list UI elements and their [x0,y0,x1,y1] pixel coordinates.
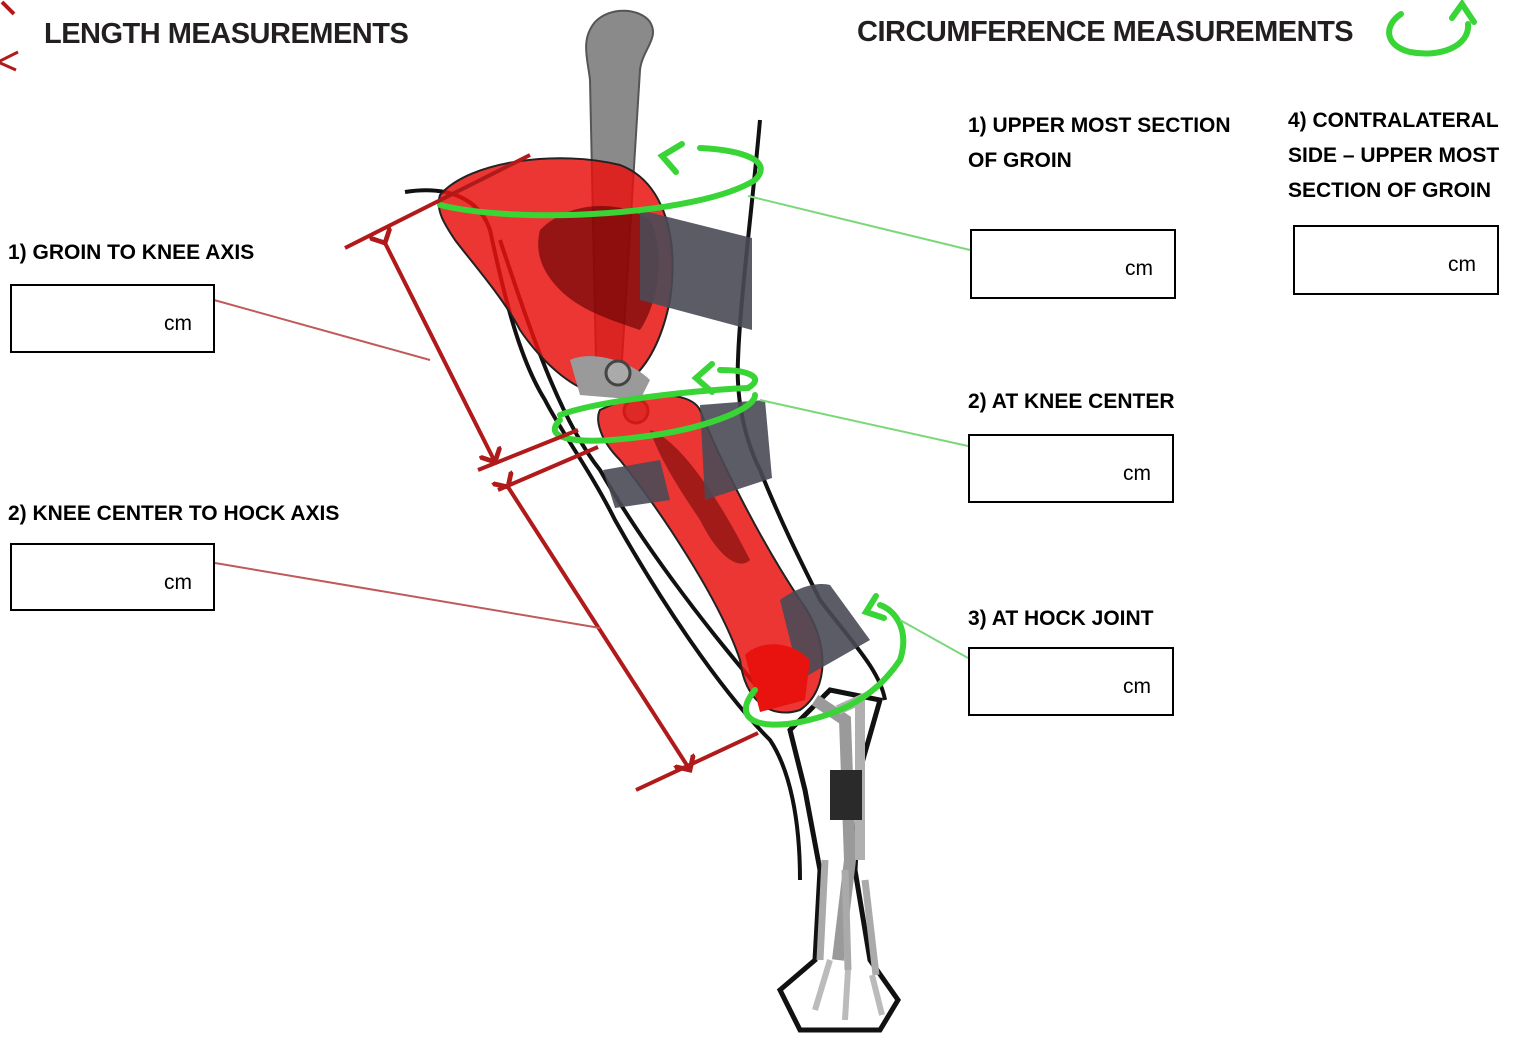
groin-to-knee-input[interactable] [18,292,132,334]
knee-center-label: 2) AT KNEE CENTER [968,384,1175,419]
knee-center-unit: cm [1123,462,1151,486]
hock-joint-unit: cm [1123,675,1151,699]
hock-joint-field[interactable]: cm [968,647,1174,716]
groin-to-knee-field[interactable]: cm [10,284,215,353]
contralateral-groin-label-line-1: 4) CONTRALATERAL [1288,103,1499,138]
knee-center-label-line-1: 2) AT KNEE CENTER [968,384,1175,419]
shin-shell [598,395,870,713]
contralateral-groin-field[interactable]: cm [1293,225,1499,295]
knee-to-hock-input[interactable] [18,551,132,593]
contralateral-groin-label-line-2: SIDE – UPPER MOST [1288,138,1499,173]
knee-center-input[interactable] [976,442,1090,484]
upper-groin-unit: cm [1125,257,1153,281]
upper-groin-label-line-1: 1) UPPER MOST SECTION [968,108,1231,143]
groin-to-knee-unit: cm [164,312,192,336]
contralateral-groin-input[interactable] [1301,233,1415,275]
knee-center-field[interactable]: cm [968,434,1174,503]
length-arrow-icon [0,2,18,70]
hock-joint-input[interactable] [976,655,1090,697]
circular-arrow-icon [1389,4,1474,54]
upper-groin-label-line-2: OF GROIN [968,143,1231,178]
upper-groin-input[interactable] [978,237,1092,279]
groin-to-knee-label: 1) GROIN TO KNEE AXIS [8,235,254,270]
knee-to-hock-label: 2) KNEE CENTER TO HOCK AXIS [8,496,339,531]
contralateral-groin-label: 4) CONTRALATERAL SIDE – UPPER MOST SECTI… [1288,103,1499,208]
upper-groin-field[interactable]: cm [970,229,1176,299]
hock-joint-label: 3) AT HOCK JOINT [968,601,1154,636]
knee-to-hock-unit: cm [164,571,192,595]
knee-to-hock-field[interactable]: cm [10,543,215,611]
circumference-measurements-heading: CIRCUMFERENCE MEASUREMENTS [857,16,1353,49]
upper-groin-label: 1) UPPER MOST SECTION OF GROIN [968,108,1231,178]
contralateral-groin-label-line-3: SECTION OF GROIN [1288,173,1499,208]
contralateral-groin-unit: cm [1448,253,1476,277]
length-measurements-heading: LENGTH MEASUREMENTS [44,18,408,51]
hock-joint-label-line-1: 3) AT HOCK JOINT [968,601,1154,636]
